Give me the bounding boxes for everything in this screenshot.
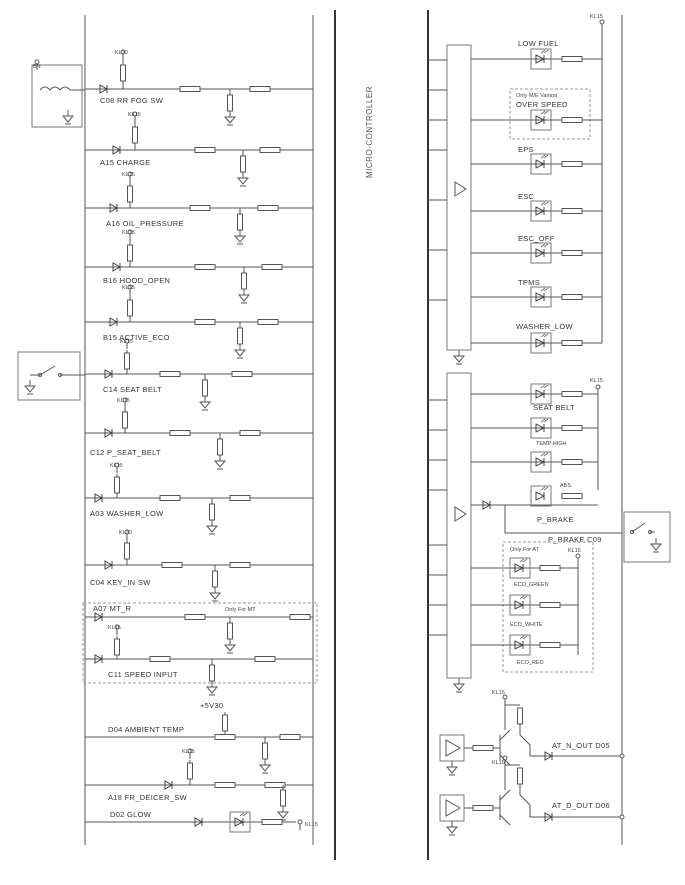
label-esc-off: ESC_OFF bbox=[518, 234, 555, 243]
led-row-over-speed: Only M/E Variant OVER SPEED bbox=[471, 88, 602, 140]
led-row-washer-low: WASHER_LOW bbox=[471, 322, 602, 354]
label-b16: B16 HOOD_OPEN bbox=[103, 276, 170, 285]
circuit-row-a18: KL15 A18 FR_DEICER_SW bbox=[85, 748, 313, 821]
circuit-row-b15: KL15 B15 ACTIVE_ECO bbox=[85, 284, 313, 359]
svg-text:KL15: KL15 bbox=[492, 690, 505, 696]
circuit-row-a07: A07 MT_R Only For MT bbox=[85, 604, 313, 654]
label-variant: Only M/E Variant bbox=[516, 93, 558, 99]
label-c04: C04 KEY_IN SW bbox=[90, 578, 151, 587]
label-eco-green: ECO_GREEN bbox=[514, 582, 549, 588]
output-stage-at-n: KL15 AT_N_OUT D05 bbox=[439, 690, 625, 776]
circuit-row-c08: KL30 C08 RR FOG SW bbox=[85, 49, 313, 126]
svg-text:KL15: KL15 bbox=[182, 749, 195, 755]
mcu-input-stubs bbox=[428, 59, 447, 636]
svg-text:KL15: KL15 bbox=[492, 760, 505, 766]
label-esc: ESC bbox=[518, 192, 535, 201]
led-row-eco-white: ECO_WHITE bbox=[471, 594, 578, 628]
kl15-label: KL15 bbox=[128, 112, 141, 118]
mcu-block-upper bbox=[446, 44, 472, 365]
mcu-block-lower bbox=[446, 372, 472, 693]
led-row-eco-red: ECO_RED bbox=[471, 634, 578, 666]
label-seat-belt: SEAT BELT bbox=[533, 403, 575, 412]
label-at-d-out: AT_D_OUT D06 bbox=[552, 801, 610, 810]
label-only-at: Only For AT bbox=[510, 547, 540, 553]
kl30-label: KL30 bbox=[115, 50, 128, 56]
svg-text:KL15: KL15 bbox=[120, 339, 133, 345]
label-p-brake-c09: P_BRAKE C09 bbox=[548, 535, 602, 544]
plus5v30-label: +5V30 bbox=[200, 701, 223, 710]
only-for-mt-label: Only For MT bbox=[225, 607, 256, 613]
svg-text:KL30: KL30 bbox=[119, 530, 132, 536]
label-p-brake: P_BRAKE bbox=[537, 515, 574, 524]
circuit-row-c04: KL30 C04 KEY_IN SW bbox=[85, 529, 313, 602]
svg-text:KL15: KL15 bbox=[122, 285, 135, 291]
label-eco-red: ECO_RED bbox=[517, 660, 544, 666]
output-stage-at-d: KL15 AT_D_OUT D06 bbox=[439, 755, 625, 836]
svg-text:KL15: KL15 bbox=[110, 463, 123, 469]
label-a18: A18 FR_DEICER_SW bbox=[108, 793, 188, 802]
led-row-low-fuel: LOW FUEL bbox=[471, 39, 602, 70]
svg-text:KL15: KL15 bbox=[568, 548, 581, 554]
label-c08: C08 RR FOG SW bbox=[100, 96, 164, 105]
label-tpms: TPMS bbox=[518, 278, 540, 287]
led-row-temp-high: TEMP HIGH bbox=[471, 417, 598, 447]
circuit-row-a03: KL15 A03 WASHER_LOW bbox=[85, 462, 313, 535]
label-at-n-out: AT_N_OUT D05 bbox=[552, 741, 610, 750]
circuit-row-d04: +5V30 D04 AMBIENT TEMP bbox=[85, 701, 313, 774]
label-eps: EPS bbox=[518, 145, 534, 154]
label-c12: C12 P_SEAT_BELT bbox=[90, 448, 161, 457]
label-c14: C14 SEAT BELT bbox=[103, 385, 162, 394]
led-row-tpms: TPMS bbox=[471, 278, 602, 308]
led-row-eco-green: ECO_GREEN bbox=[471, 557, 578, 588]
svg-text:KL15: KL15 bbox=[122, 172, 135, 178]
label-a16: A16 OIL_PRESSURE bbox=[106, 219, 184, 228]
svg-text:KL15: KL15 bbox=[590, 378, 603, 384]
label-a03: A03 WASHER_LOW bbox=[90, 509, 164, 518]
label-c11: C11 SPEED INPUT bbox=[108, 670, 178, 679]
bn-label: BN bbox=[33, 64, 41, 70]
circuit-row-b16: KL15 B16 HOOD_OPEN bbox=[85, 229, 313, 304]
circuit-row-d02: D02 GLOW KL15 bbox=[85, 810, 318, 833]
circuit-row-a16: KL15 A16 OIL_PRESSURE bbox=[85, 171, 313, 245]
label-washer-low: WASHER_LOW bbox=[516, 322, 574, 331]
svg-text:KL15: KL15 bbox=[117, 398, 130, 404]
led-row-abs: ABS bbox=[471, 451, 598, 489]
svg-text:KL15: KL15 bbox=[108, 625, 121, 631]
led-row-eps: EPS bbox=[471, 145, 602, 175]
label-abs: ABS bbox=[560, 483, 571, 489]
label-eco-white: ECO_WHITE bbox=[510, 622, 543, 628]
circuit-row-c14: KL15 C14 SEAT BELT bbox=[85, 338, 313, 411]
label-b15: B15 ACTIVE_ECO bbox=[103, 333, 170, 342]
led-row-esc-off: ESC_OFF bbox=[471, 234, 602, 264]
svg-text:KL15: KL15 bbox=[305, 822, 318, 828]
led-row-esc: ESC bbox=[471, 192, 602, 222]
circuit-row-c11: KL15 C11 SPEED INPUT bbox=[85, 624, 313, 696]
svg-text:KL15: KL15 bbox=[122, 230, 135, 236]
label-d04: D04 AMBIENT TEMP bbox=[108, 725, 184, 734]
label-a07: A07 MT_R bbox=[93, 604, 132, 613]
label-temp-high: TEMP HIGH bbox=[536, 441, 566, 447]
circuit-row-a15: KL15 A15 CHARGE bbox=[85, 111, 313, 187]
led-row-p-brake: P_BRAKE P_BRAKE C09 bbox=[471, 485, 622, 544]
label-over-speed: OVER SPEED bbox=[516, 100, 568, 109]
svg-text:KL15: KL15 bbox=[590, 14, 603, 20]
micro-controller-label: MICRO-CONTROLLER bbox=[365, 86, 374, 178]
circuit-row-c12: KL15 C12 P_SEAT_BELT bbox=[85, 397, 313, 470]
led-row-seat-belt: SEAT BELT bbox=[471, 383, 598, 412]
label-d02: D02 GLOW bbox=[110, 810, 152, 819]
label-low-fuel: LOW FUEL bbox=[518, 39, 559, 48]
label-a15: A15 CHARGE bbox=[100, 158, 151, 167]
